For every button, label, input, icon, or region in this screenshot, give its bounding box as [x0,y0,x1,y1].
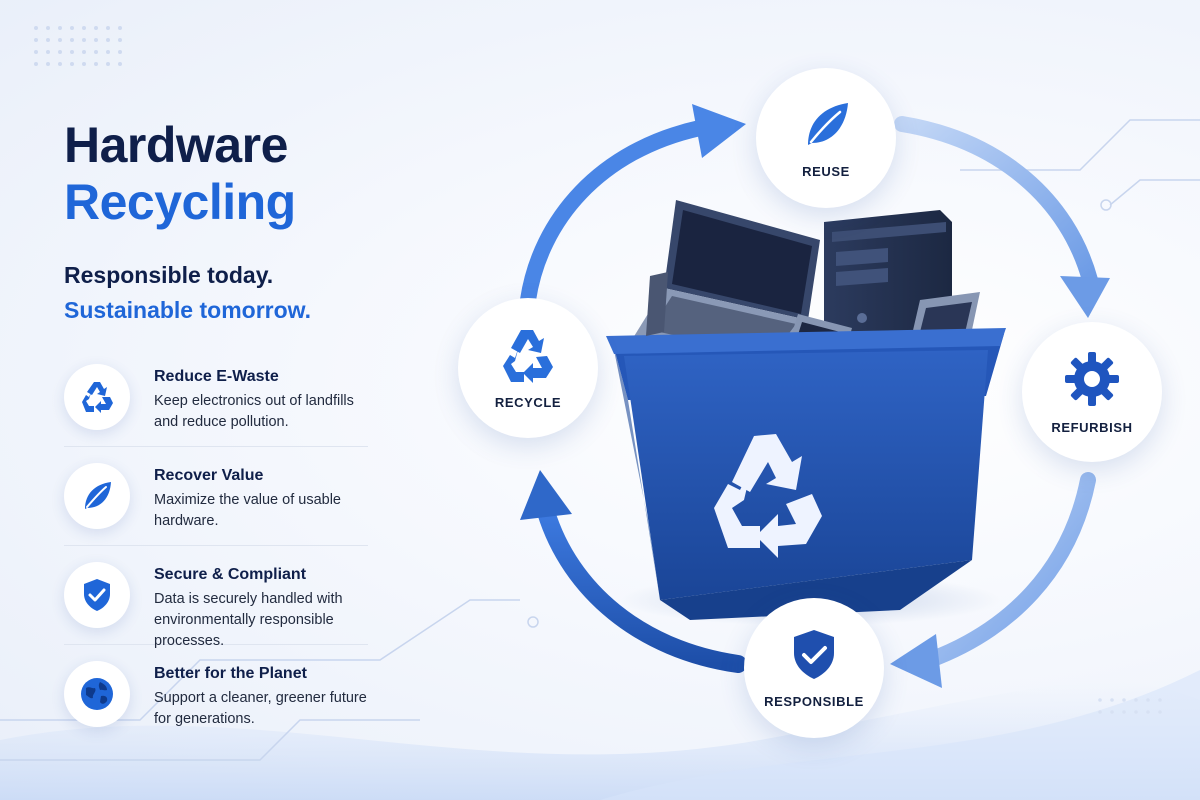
shield-check-icon [788,627,840,688]
cycle-label-responsible: RESPONSIBLE [764,694,864,709]
recycle-icon [497,326,559,389]
arrow-recycle-to-reuse [520,104,746,308]
page-title-line1: Hardware [64,117,288,173]
arrow-refurbish-to-responsible [890,472,1096,688]
cycle-label-reuse: REUSE [802,164,850,179]
leaf-icon [798,97,854,158]
feature-item-recover-value: Recover Value Maximize the value of usab… [64,447,368,546]
feature-list: Reduce E-Waste Keep electronics out of l… [64,348,368,743]
cycle-node-recycle: RECYCLE [458,298,598,438]
dot-grid-top-left [34,26,122,66]
arrow-responsible-to-recycle [520,470,747,673]
feature-title: Secure & Compliant [154,566,307,583]
page-title-line2: Recycling [64,174,296,230]
recycling-bin-illustration [606,200,1006,626]
leaf-icon [64,463,130,529]
cycle-node-reuse: REUSE [756,68,896,208]
gear-icon [1062,349,1122,414]
background-wave [0,670,1200,800]
feature-description: Maximize the value of usable hardware. [154,492,341,529]
feature-item-better-planet: Better for the Planet Support a cleaner,… [64,645,368,743]
dot-grid-right [1098,698,1162,714]
cycle-node-responsible: RESPONSIBLE [744,598,884,738]
tagline-line1: Responsible today. [64,262,274,288]
feature-title: Better for the Planet [154,665,307,682]
bin-recycle-symbol [714,434,822,558]
tagline-line2: Sustainable tomorrow. [64,297,312,323]
cycle-node-refurbish: REFURBISH [1022,322,1162,462]
shield-check-icon [64,562,130,628]
arrow-reuse-to-refurbish [894,116,1110,318]
feature-description: Support a cleaner, greener future for ge… [154,690,367,727]
header-block: Hardware Recycling Responsible today. Su… [64,118,384,324]
feature-title: Reduce E-Waste [154,368,279,385]
feature-item-reduce-e-waste: Reduce E-Waste Keep electronics out of l… [64,348,368,447]
globe-icon [64,661,130,727]
cycle-label-refurbish: REFURBISH [1051,420,1133,435]
feature-item-secure-compliant: Secure & Compliant Data is securely hand… [64,546,368,649]
recycle-icon [64,364,130,430]
feature-description: Data is securely handled with environmen… [154,591,343,649]
feature-description: Keep electronics out of landfills and re… [154,393,354,430]
feature-title: Recover Value [154,467,264,484]
cycle-label-recycle: RECYCLE [494,395,562,410]
